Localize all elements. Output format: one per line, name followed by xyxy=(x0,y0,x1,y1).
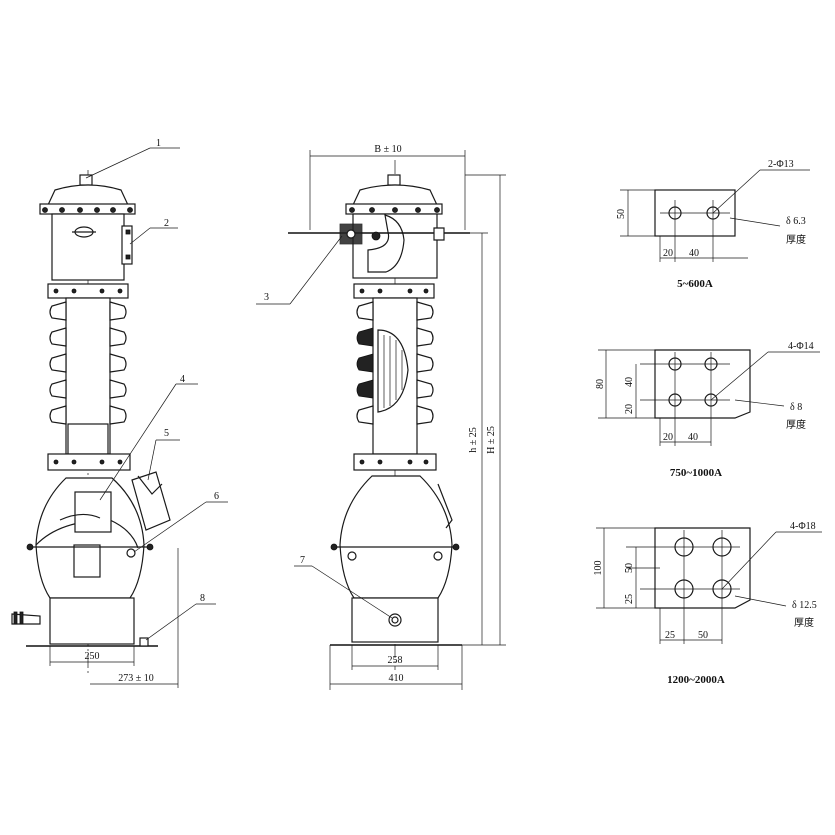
terminal-2-rating: 750~1000A xyxy=(670,467,722,479)
callout-4: 4 xyxy=(180,374,185,385)
dim-side-h: h ± 25 xyxy=(468,427,479,453)
terminal-2-dim-a: 20 xyxy=(663,432,673,443)
terminal-1-dim-b: 40 xyxy=(689,248,699,259)
terminal-3-thickness-word: 厚度 xyxy=(794,616,814,629)
terminal-detail-1: 50 20 40 2-Φ13 δ 6.3 厚度 5~600A xyxy=(616,159,810,290)
terminal-3-rating: 1200~2000A xyxy=(667,674,725,686)
terminal-1-rating: 5~600A xyxy=(677,278,713,290)
terminal-1-thickness: δ 6.3 xyxy=(786,216,806,227)
terminal-3-dim-v2: 25 xyxy=(624,594,635,604)
dim-side-inner: 258 xyxy=(388,655,403,666)
terminal-2-dim-b: 40 xyxy=(688,432,698,443)
dim-side-H: H ± 25 xyxy=(486,426,497,454)
dim-side-top: B ± 10 xyxy=(374,144,401,155)
side-view: B ± 10 xyxy=(288,144,506,690)
terminal-2-height: 80 xyxy=(595,379,606,389)
terminal-1-height: 50 xyxy=(616,209,627,219)
callout-8: 8 xyxy=(200,593,205,604)
terminal-3-dim-b: 50 xyxy=(698,630,708,641)
terminal-2-thickness-word: 厚度 xyxy=(786,418,806,431)
terminal-2-holes: 4-Φ14 xyxy=(788,341,814,352)
terminal-2-dim-v2: 20 xyxy=(624,404,635,414)
callouts: 1 2 3 4 5 6 8 7 xyxy=(85,138,393,641)
callout-1: 1 xyxy=(156,138,161,149)
terminal-detail-3: 100 50 25 25 50 4-Φ18 δ 12.5 厚度 1200~200… xyxy=(593,521,822,686)
dim-front-base: 250 xyxy=(85,651,100,662)
terminal-3-dim-a: 25 xyxy=(665,630,675,641)
dim-front-width: 273 ± 10 xyxy=(118,673,154,684)
terminal-3-dim-v1: 50 xyxy=(624,563,635,573)
callout-5: 5 xyxy=(164,428,169,439)
dim-side-outer: 410 xyxy=(389,673,404,684)
terminal-detail-2: 80 40 20 20 40 4-Φ14 δ 8 厚度 750~1000A xyxy=(595,341,820,479)
terminal-3-height: 100 xyxy=(593,561,604,576)
terminal-3-thickness: δ 12.5 xyxy=(792,600,817,611)
terminal-1-thickness-word: 厚度 xyxy=(786,233,806,246)
terminal-1-holes: 2-Φ13 xyxy=(768,159,794,170)
callout-2: 2 xyxy=(164,218,169,229)
callout-3: 3 xyxy=(264,292,269,303)
terminal-2-dim-v1: 40 xyxy=(624,377,635,387)
terminal-3-holes: 4-Φ18 xyxy=(790,521,816,532)
terminal-1-dim-a: 20 xyxy=(663,248,673,259)
callout-7: 7 xyxy=(300,555,305,566)
callout-6: 6 xyxy=(214,491,219,502)
terminal-2-thickness: δ 8 xyxy=(790,402,802,413)
front-view: 250 273 ± 10 xyxy=(11,170,179,688)
